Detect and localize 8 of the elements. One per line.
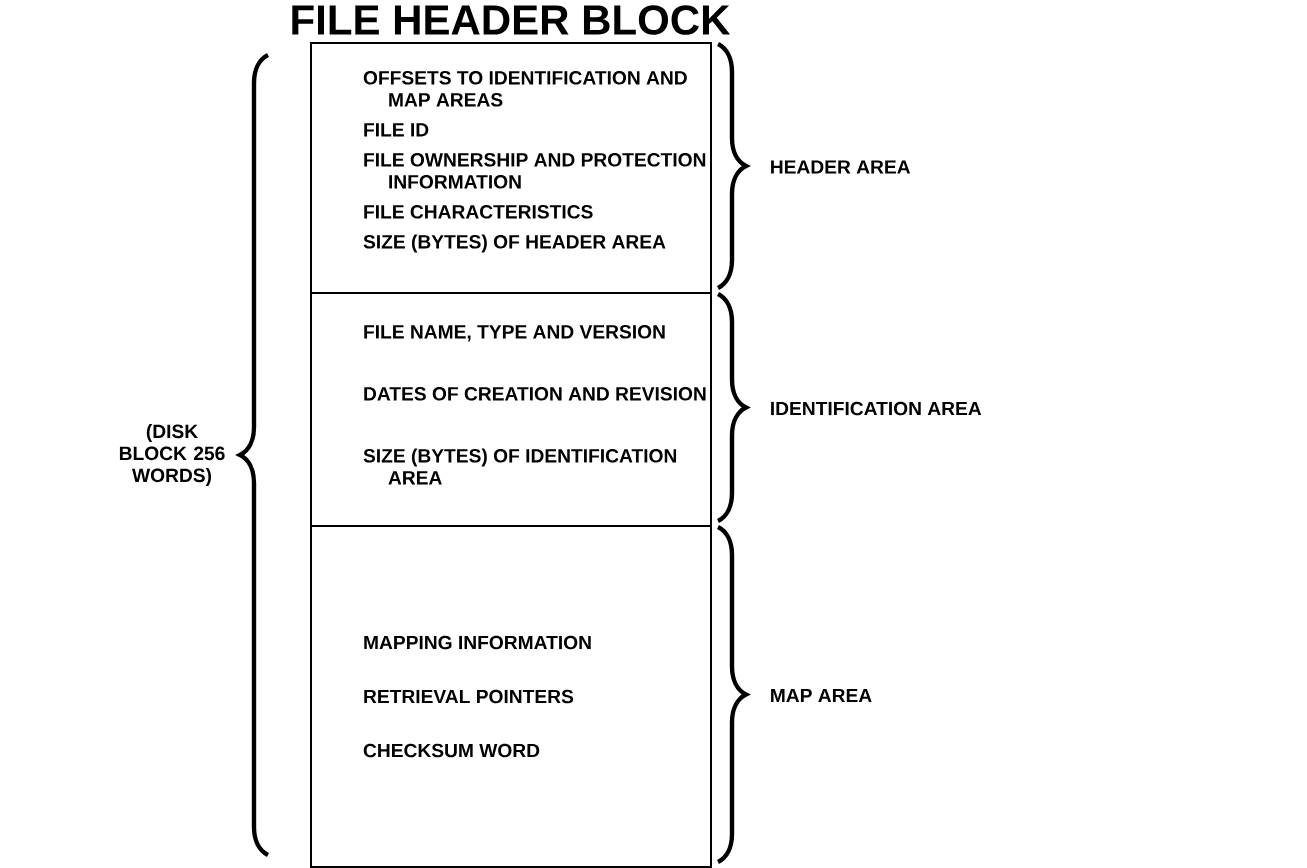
block-section: OFFSETS TO IDENTIFICATION AND MAP AREAS FILE ID FILE OWNERSHIP AND PROTECTION INFORMATION FILE CHARACTERISTICS SIZE (BYTES) OF HEADER AREA [310,42,712,294]
block-size-label: (DISK BLOCK 256 WORDS) [119,424,225,486]
block-section: FILE NAME, TYPE AND VERSION DATES OF CREATION AND REVISION SIZE (BYTES) OF IDENTIFICATION AREA [310,292,712,527]
block-section: MAPPING INFORMATION RETRIEVAL POINTERS CHECKSUM WORD [310,525,712,868]
area-label: HEADER AREA [771,160,911,174]
area-label: MAP AREA [771,688,872,703]
title: FILE HEADER BLOCK [292,5,731,35]
area-label: IDENTIFICATION AREA [771,401,982,416]
